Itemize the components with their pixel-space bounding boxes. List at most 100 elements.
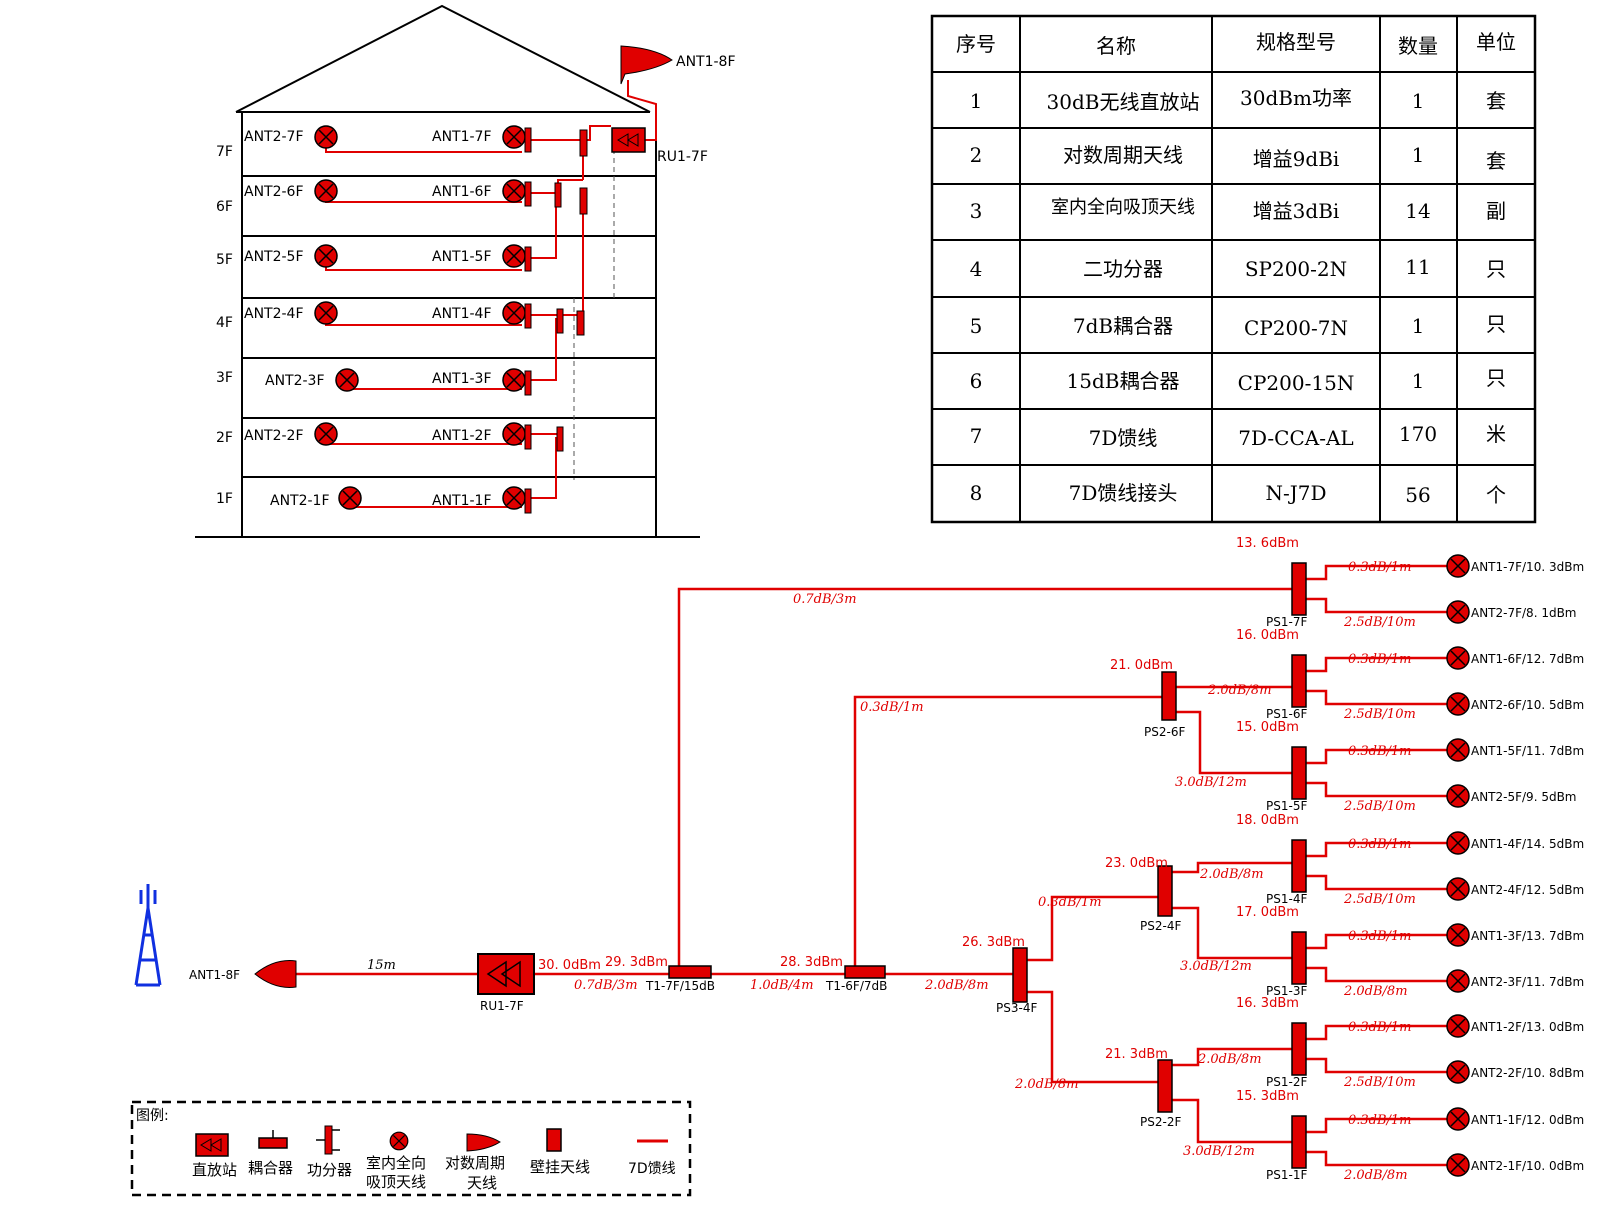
antenna-power-label: ANT1-5F/11. 7dBm [1471, 744, 1584, 758]
ant-label: ANT2-3F [265, 373, 325, 389]
table-body: 1 30dB无线直放站 30dBm功率 1 套 2 对数周期天线 增益9dBi … [970, 86, 1506, 507]
antenna-power-label: ANT2-6F/10. 5dBm [1471, 698, 1584, 712]
ant-label: ANT1-1F [432, 493, 492, 509]
ant-label: ANT2-2F [244, 428, 304, 444]
table-cell: 只 [1486, 257, 1506, 281]
table-cell: SP200-2N [1245, 257, 1347, 281]
table-cell: 米 [1486, 422, 1506, 446]
antenna-power-label: ANT2-4F/12. 5dBm [1471, 883, 1584, 897]
ant-label: ANT2-4F [244, 306, 304, 322]
power-label: 30. 0dBm [538, 958, 601, 973]
loss-label: 0.3dB/1m [1348, 652, 1412, 667]
splitter-icon [1157, 1059, 1173, 1113]
table-cell: 11 [1405, 255, 1430, 279]
power-label: 18. 0dBm [1236, 813, 1299, 828]
power-label: 26. 3dBm [962, 935, 1025, 950]
table-cell: 1 [1412, 143, 1425, 167]
loss-label: 2.0dB/8m [1343, 984, 1408, 999]
antenna-power-label: ANT2-1F/10. 0dBm [1471, 1159, 1584, 1173]
splitter-label: PS2-6F [1144, 725, 1185, 739]
antenna-power-label: ANT1-4F/14. 5dBm [1471, 837, 1584, 851]
ceiling-antenna-icon [502, 368, 526, 392]
floor-label: 5F [216, 252, 233, 268]
table-cell: 室内全向吸顶天线 [1051, 197, 1195, 218]
antenna-power-label: ANT1-2F/13. 0dBm [1471, 1020, 1584, 1034]
ceiling-antenna-icon [1446, 646, 1470, 670]
building-ant2-labels: ANT2-7F ANT2-6F ANT2-5F ANT2-4F ANT2-3F … [244, 129, 330, 509]
table-cell: 7D-CCA-AL [1238, 426, 1353, 450]
loss-label: 3.0dB/12m [1175, 775, 1247, 790]
ceiling-antenna-icon [314, 422, 338, 446]
table-cell: 套 [1486, 149, 1506, 173]
antenna-power-label: ANT2-5F/9. 5dBm [1471, 790, 1577, 804]
table-cell: 增益3dBi [1253, 199, 1340, 223]
floor-label: 3F [216, 370, 233, 386]
splitter-label: PS2-2F [1140, 1115, 1181, 1129]
legend-splitter-icon [316, 1125, 340, 1155]
loss-label: 2.0dB/8m [1199, 867, 1264, 882]
loss-label: 0.3dB/1m [860, 700, 924, 715]
legend-log-periodic-icon [466, 1133, 501, 1152]
table-cell: CP200-7N [1244, 316, 1348, 340]
ceiling-antenna-icon [1446, 1014, 1470, 1038]
table-cell: 7dB耦合器 [1073, 314, 1173, 338]
ceiling-antenna-icon [335, 368, 359, 392]
splitter-icon [1157, 865, 1173, 917]
coupler-label: T1-7F/15dB [645, 979, 715, 993]
legend-label: 室内全向 [366, 1154, 426, 1172]
table-cell: 30dB无线直放站 [1047, 90, 1200, 114]
power-label: 21. 3dBm [1105, 1047, 1168, 1062]
building-antennas [314, 125, 526, 510]
splitter-label: PS1-4F [1266, 892, 1307, 906]
table-cell: N-J7D [1265, 481, 1326, 505]
legend-label: 对数周期 [445, 1154, 505, 1172]
ant-label: ANT1-3F [432, 371, 492, 387]
splitter-icon [1291, 562, 1307, 616]
antenna-power-label: ANT1-1F/12. 0dBm [1471, 1113, 1584, 1127]
ceiling-antenna-icon [502, 179, 526, 203]
splitter-label: PS1-6F [1266, 707, 1307, 721]
coupler-icon [668, 965, 712, 979]
ceiling-antenna-icon [314, 179, 338, 203]
table-cell: 只 [1486, 366, 1506, 390]
table-cell: 56 [1405, 483, 1430, 507]
ceiling-antenna-icon [1446, 1107, 1470, 1131]
power-label: 23. 0dBm [1105, 856, 1168, 871]
loss-label: 1.0dB/4m [750, 978, 814, 993]
splitter-icon [1291, 1022, 1307, 1076]
table-cell: 3 [970, 199, 983, 223]
ant-label: ANT1-6F [432, 184, 492, 200]
ceiling-antenna-icon [502, 422, 526, 446]
loss-label: 2.5dB/10m [1343, 615, 1416, 630]
donor-tower-icon [134, 884, 162, 987]
loss-label: 2.5dB/10m [1343, 799, 1416, 814]
ceiling-antenna-icon [338, 486, 362, 510]
materials-table: 序号 名称 规格型号 数量 单位 1 30dB无线直放站 30dBm功率 1 套… [930, 14, 1537, 524]
loss-label: 0.7dB/3m [574, 978, 638, 993]
repeater-icon [477, 953, 535, 995]
antenna-power-label: ANT1-6F/12. 7dBm [1471, 652, 1584, 666]
ceiling-antenna-icon [1446, 831, 1470, 855]
loss-label: 0.7dB/3m [793, 592, 857, 607]
legend-label: 直放站 [192, 1161, 237, 1179]
table-cell: 4 [970, 257, 983, 281]
ceiling-antenna-icon [1446, 1153, 1470, 1177]
loss-label: 2.5dB/10m [1343, 1075, 1416, 1090]
table-cell: 套 [1486, 89, 1506, 113]
table-cell: 7D馈线接头 [1069, 481, 1178, 505]
table-cell: CP200-15N [1238, 371, 1355, 395]
loss-label: 0.3dB/1m [1348, 1113, 1412, 1128]
antenna-power-label: ANT2-3F/11. 7dBm [1471, 975, 1584, 989]
table-header-cell: 序号 [956, 32, 996, 56]
table-cell: 个 [1486, 483, 1506, 507]
table-header-cell: 规格型号 [1256, 30, 1336, 54]
schematic: ANT1-8F 15m RU1-7F 30. 0dBm 29. 3dBm 0.7… [134, 536, 1584, 1183]
splitter-label: PS2-4F [1140, 919, 1181, 933]
power-label: 21. 0dBm [1110, 658, 1173, 673]
antenna-power-label: ANT2-7F/8. 1dBm [1471, 606, 1577, 620]
ant-label: ANT2-6F [244, 184, 304, 200]
table-cell: 1 [1412, 314, 1425, 338]
coupler-icon [844, 965, 886, 979]
power-label: 29. 3dBm [605, 955, 668, 970]
